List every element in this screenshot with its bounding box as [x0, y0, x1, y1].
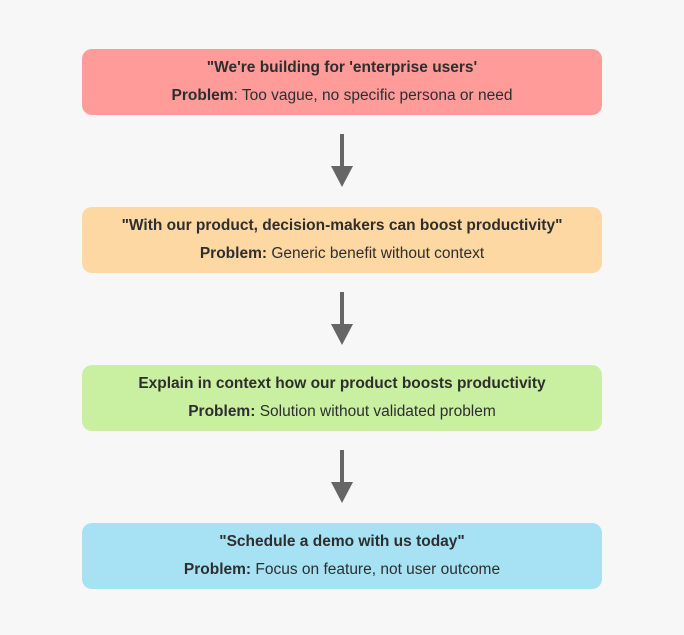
- problem-label: Problem:: [183, 561, 252, 578]
- problem-label: Problem:: [199, 245, 268, 262]
- problem-text: Focus on feature, not user outcome: [251, 561, 501, 578]
- step-problem: Problem: Focus on feature, not user outc…: [184, 556, 500, 584]
- step-title: "Schedule a demo with us today": [219, 533, 465, 550]
- step-problem: Problem: Too vague, no specific persona …: [172, 82, 513, 110]
- down-arrow-icon: [331, 450, 353, 503]
- down-arrow-icon: [331, 134, 353, 187]
- problem-text: Generic benefit without context: [267, 245, 485, 262]
- step-title: "We're building for 'enterprise users': [206, 59, 478, 76]
- flow-step-box: "With our product, decision-makers can b…: [82, 207, 602, 273]
- problem-text: Solution without validated problem: [255, 403, 496, 420]
- step-title: "With our product, decision-makers can b…: [121, 217, 563, 234]
- flow-step-box: "We're building for 'enterprise users' P…: [82, 49, 602, 115]
- down-arrow-icon: [331, 292, 353, 345]
- flow-step-box: Explain in context how our product boost…: [82, 365, 602, 431]
- problem-text: : Too vague, no specific persona or need: [233, 87, 513, 104]
- problem-label: Problem:: [188, 403, 256, 420]
- flow-step-box: "Schedule a demo with us today" Problem:…: [82, 523, 602, 589]
- flowchart: "We're building for 'enterprise users' P…: [82, 49, 602, 589]
- problem-label: Problem: [171, 87, 234, 104]
- step-problem: Problem: Generic benefit without context: [200, 240, 484, 268]
- step-title: Explain in context how our product boost…: [138, 375, 546, 392]
- step-problem: Problem: Solution without validated prob…: [188, 398, 496, 426]
